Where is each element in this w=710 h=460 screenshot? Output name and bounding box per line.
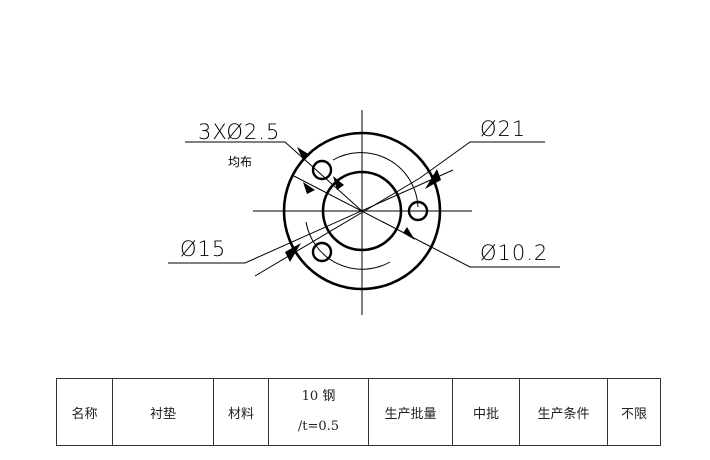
name-value: 衬垫 xyxy=(112,378,214,446)
outer-dia-label: Ø21 xyxy=(480,117,526,141)
table-row: 名称 衬垫 材料 10 钢/t=0.5 生产批量 中批 生产条件 不限 xyxy=(56,378,661,446)
batch-value: 中批 xyxy=(452,378,520,446)
inner-circle xyxy=(321,170,403,252)
material-value: 10 钢/t=0.5 xyxy=(268,378,369,446)
hole-lower-left xyxy=(311,241,333,263)
inner-dia-label: Ø10.2 xyxy=(480,241,548,265)
outer-circle xyxy=(282,131,442,291)
material-thickness: /t=0.5 xyxy=(297,419,340,434)
batch-header: 生产批量 xyxy=(368,378,453,446)
conditions-header: 生产条件 xyxy=(519,378,608,446)
name-header: 名称 xyxy=(56,378,113,446)
inner-dia-leader xyxy=(291,174,560,268)
dimension-arrows xyxy=(285,147,441,262)
outer-dia-leader xyxy=(254,141,545,277)
material-grade: 10 钢 xyxy=(301,389,336,404)
holes-note: 均布 xyxy=(228,155,252,169)
holes-leader xyxy=(185,141,363,212)
hole-upper-left xyxy=(311,159,333,181)
hole-right xyxy=(407,200,429,222)
bolt-circle-arc-top xyxy=(332,152,419,208)
bolt-circle-label: Ø15 xyxy=(180,237,226,261)
conditions-value: 不限 xyxy=(607,378,661,446)
material-header: 材料 xyxy=(213,378,269,446)
bolt-circle-arc-bottom xyxy=(305,221,391,270)
bolt-circle-leader xyxy=(168,169,454,264)
spec-table: 名称 衬垫 材料 10 钢/t=0.5 生产批量 中批 生产条件 不限 xyxy=(56,378,661,446)
holes-label: 3XØ2.5 xyxy=(198,120,280,144)
